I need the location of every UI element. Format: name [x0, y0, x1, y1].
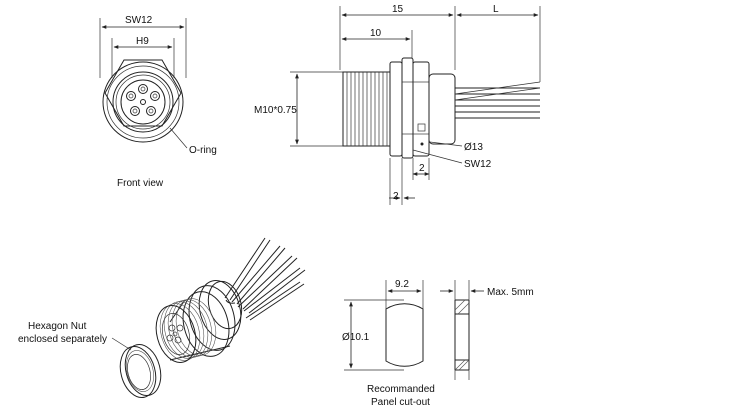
side-dim-l: L	[493, 4, 499, 15]
d13-leader	[429, 141, 463, 147]
side-dim-thread: M10*0.75	[254, 105, 297, 116]
panel-section	[454, 280, 470, 380]
sw12-leader	[412, 149, 463, 164]
panel-cutout	[344, 280, 484, 380]
iso-hex-nut	[124, 344, 162, 396]
side-dim-sw12: SW12	[464, 159, 492, 170]
iso-view	[111, 237, 306, 398]
iso-wires	[224, 237, 306, 321]
iso-front-face	[155, 305, 197, 363]
rear-body	[428, 73, 456, 145]
front-view-caption: Front view	[117, 178, 164, 189]
flange	[412, 61, 430, 157]
side-view	[290, 6, 541, 205]
thread-lines	[346, 72, 388, 146]
hex-nut-side	[401, 57, 414, 159]
side-dim-2-top: 2	[419, 163, 425, 174]
hex-nut-leader	[111, 337, 132, 351]
cutout-shape	[385, 303, 424, 367]
panel-max-thickness: Max. 5mm	[487, 287, 534, 298]
front-dim-h9: H9	[136, 36, 149, 47]
hexagon-outline	[104, 59, 182, 127]
contact-pins	[126, 84, 160, 116]
iso-rear-flange	[207, 280, 243, 330]
side-dim-15: 15	[392, 4, 404, 15]
hex-nut-label-line2: enclosed separately	[18, 334, 107, 345]
hex-nut-label-line1: Hexagon Nut	[28, 321, 87, 332]
oring-circle	[112, 71, 174, 133]
cutout-dim-diameter: Ø10.1	[342, 332, 370, 343]
wires	[454, 81, 541, 119]
washer	[389, 61, 403, 157]
cutout-dim-width: 9.2	[395, 279, 409, 290]
outer-ring	[102, 61, 184, 143]
cutout-caption-line2: Panel cut-out	[371, 397, 430, 408]
side-dim-10: 10	[370, 28, 382, 39]
front-view	[99, 18, 188, 149]
side-dim-2-bottom: 2	[393, 191, 399, 202]
side-dim-d13: Ø13	[464, 142, 483, 153]
oring-label: O-ring	[189, 145, 217, 156]
oring-leader	[169, 127, 188, 149]
cutout-caption-line1: Recommanded	[367, 384, 435, 395]
front-dim-sw12: SW12	[125, 15, 153, 26]
